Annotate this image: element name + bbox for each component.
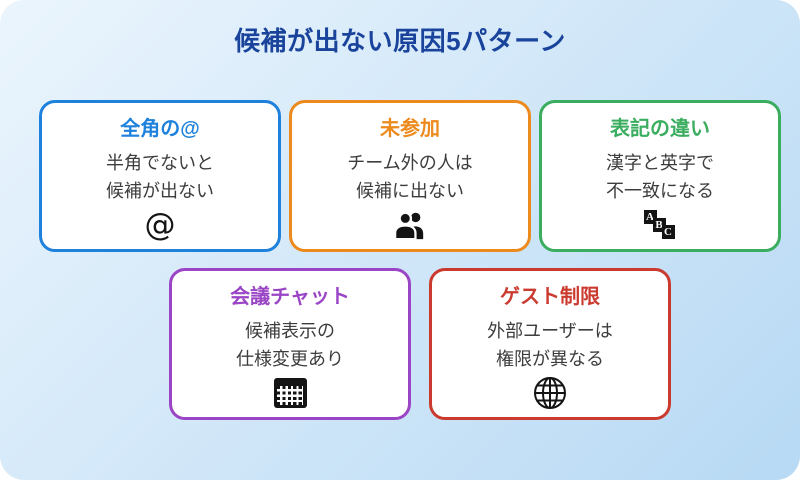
card-meeting-chat-title: 会議チャット bbox=[230, 286, 350, 308]
card-guest-restriction: ゲスト制限 外部ユーザーは 権限が異なる bbox=[429, 268, 671, 420]
abc-icon-letter-c: C bbox=[661, 225, 675, 239]
card-notation-difference-body: 漢字と英字で 不一致になる bbox=[606, 153, 714, 201]
card-not-joined-icon-slot bbox=[393, 206, 427, 244]
page-title: 候補が出ない原因5パターン bbox=[234, 26, 566, 56]
card-row-bottom: 会議チャット 候補表示の 仕様変更あり ゲスト制限 外部ユーザーは 権限が異なる bbox=[20, 268, 800, 420]
card-not-joined-body: チーム外の人は 候補に出ない bbox=[347, 153, 473, 201]
abc-icon: A B C bbox=[643, 210, 677, 240]
card-notation-difference-icon-slot: A B C bbox=[643, 206, 677, 244]
card-notation-difference-title: 表記の違い bbox=[610, 118, 710, 140]
card-not-joined-title: 未参加 bbox=[380, 118, 440, 140]
card-fullwidth-at-icon-slot: @ bbox=[145, 206, 176, 244]
calendar-icon-grid bbox=[276, 386, 303, 405]
card-guest-restriction-title: ゲスト制限 bbox=[500, 286, 600, 308]
card-guest-restriction-body: 外部ユーザーは 権限が異なる bbox=[487, 321, 613, 369]
card-guest-restriction-icon-slot bbox=[532, 374, 568, 412]
globe-icon bbox=[534, 377, 566, 409]
people-icon bbox=[394, 211, 424, 241]
card-meeting-chat: 会議チャット 候補表示の 仕様変更あり bbox=[169, 268, 411, 420]
card-notation-difference: 表記の違い 漢字と英字で 不一致になる A B C bbox=[539, 100, 781, 252]
card-fullwidth-at-title: 全角の@ bbox=[120, 118, 200, 140]
card-not-joined: 未参加 チーム外の人は 候補に出ない bbox=[289, 100, 531, 252]
card-meeting-chat-icon-slot bbox=[273, 374, 307, 412]
card-fullwidth-at-body: 半角でないと 候補が出ない bbox=[106, 153, 214, 201]
card-row-top: 全角の@ 半角でないと 候補が出ない @ 未参加 チーム外の人は 候補に出ない bbox=[10, 100, 800, 252]
calendar-icon bbox=[273, 378, 307, 408]
at-icon: @ bbox=[144, 207, 176, 243]
card-fullwidth-at: 全角の@ 半角でないと 候補が出ない @ bbox=[39, 100, 281, 252]
card-meeting-chat-body: 候補表示の 仕様変更あり bbox=[236, 321, 344, 369]
